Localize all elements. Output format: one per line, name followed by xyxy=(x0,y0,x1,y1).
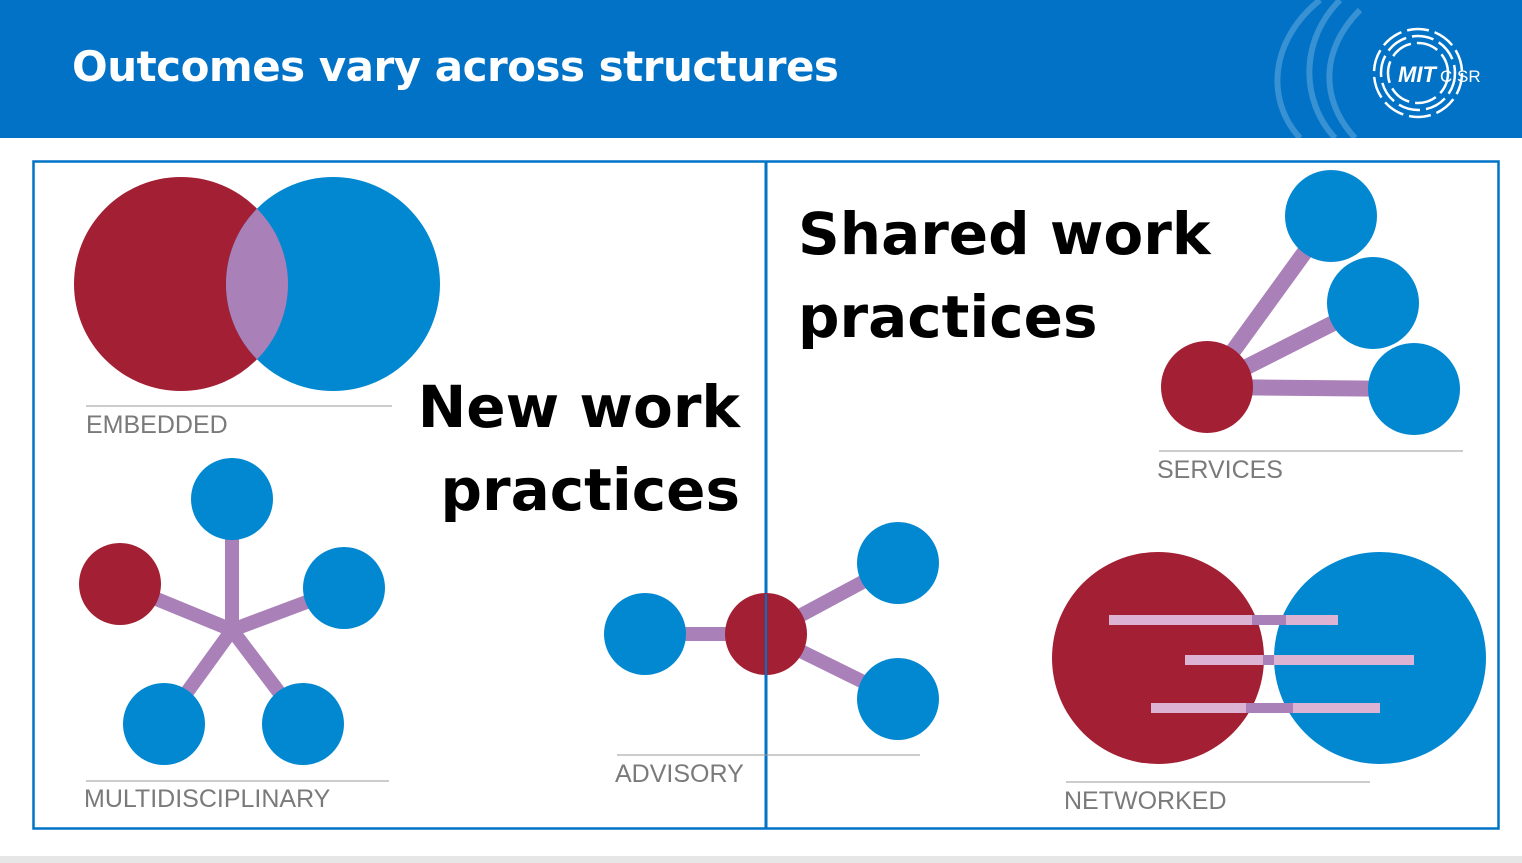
services-label: SERVICES xyxy=(1157,456,1283,484)
advisory-label: ADVISORY xyxy=(615,760,744,788)
new-work-line2: practices xyxy=(441,456,741,524)
diagram-element: MULTIDISCIPLINARY xyxy=(79,458,389,813)
node-circle xyxy=(1285,170,1377,262)
node-circle xyxy=(123,683,205,765)
link-bar xyxy=(1246,703,1293,713)
shared-work-line2: practices xyxy=(798,283,1098,351)
networked-label: NETWORKED xyxy=(1064,787,1227,815)
node-circle xyxy=(604,593,686,675)
new-work-line1: New work xyxy=(418,373,742,441)
advisory-diagram: ADVISORY xyxy=(604,522,939,788)
embedded-label: EMBEDDED xyxy=(86,411,228,439)
node-circle xyxy=(1161,341,1253,433)
link-bar xyxy=(1263,655,1274,665)
link-bar xyxy=(1252,615,1286,625)
shared-work-line1: Shared work xyxy=(798,200,1212,268)
svg-text:MIT: MIT xyxy=(1398,62,1437,87)
multidisciplinary-label: MULTIDISCIPLINARY xyxy=(84,785,331,813)
bottom-strip xyxy=(0,856,1522,863)
services-diagram: SERVICES xyxy=(1157,170,1463,484)
node-circle xyxy=(1327,257,1419,349)
header-bar: Outcomes vary across structures MIT CISR xyxy=(0,0,1522,138)
blue-circle xyxy=(226,177,440,391)
node-circle xyxy=(191,458,273,540)
slide-title: Outcomes vary across structures xyxy=(72,42,839,91)
node-circle xyxy=(857,522,939,604)
red-circle xyxy=(74,177,288,391)
mit-cisr-logo: MIT CISR xyxy=(1274,0,1481,138)
embedded-diagram: EMBEDDED xyxy=(74,177,440,439)
node-circle xyxy=(262,683,344,765)
link-bar xyxy=(1185,655,1414,665)
link-bar xyxy=(1109,615,1338,625)
svg-text:CISR: CISR xyxy=(1440,67,1481,86)
node-circle xyxy=(1368,343,1460,435)
node-circle xyxy=(303,547,385,629)
node-circle xyxy=(857,658,939,740)
node-circle xyxy=(79,543,161,625)
networked-diagram: NETWORKED xyxy=(1052,552,1486,815)
